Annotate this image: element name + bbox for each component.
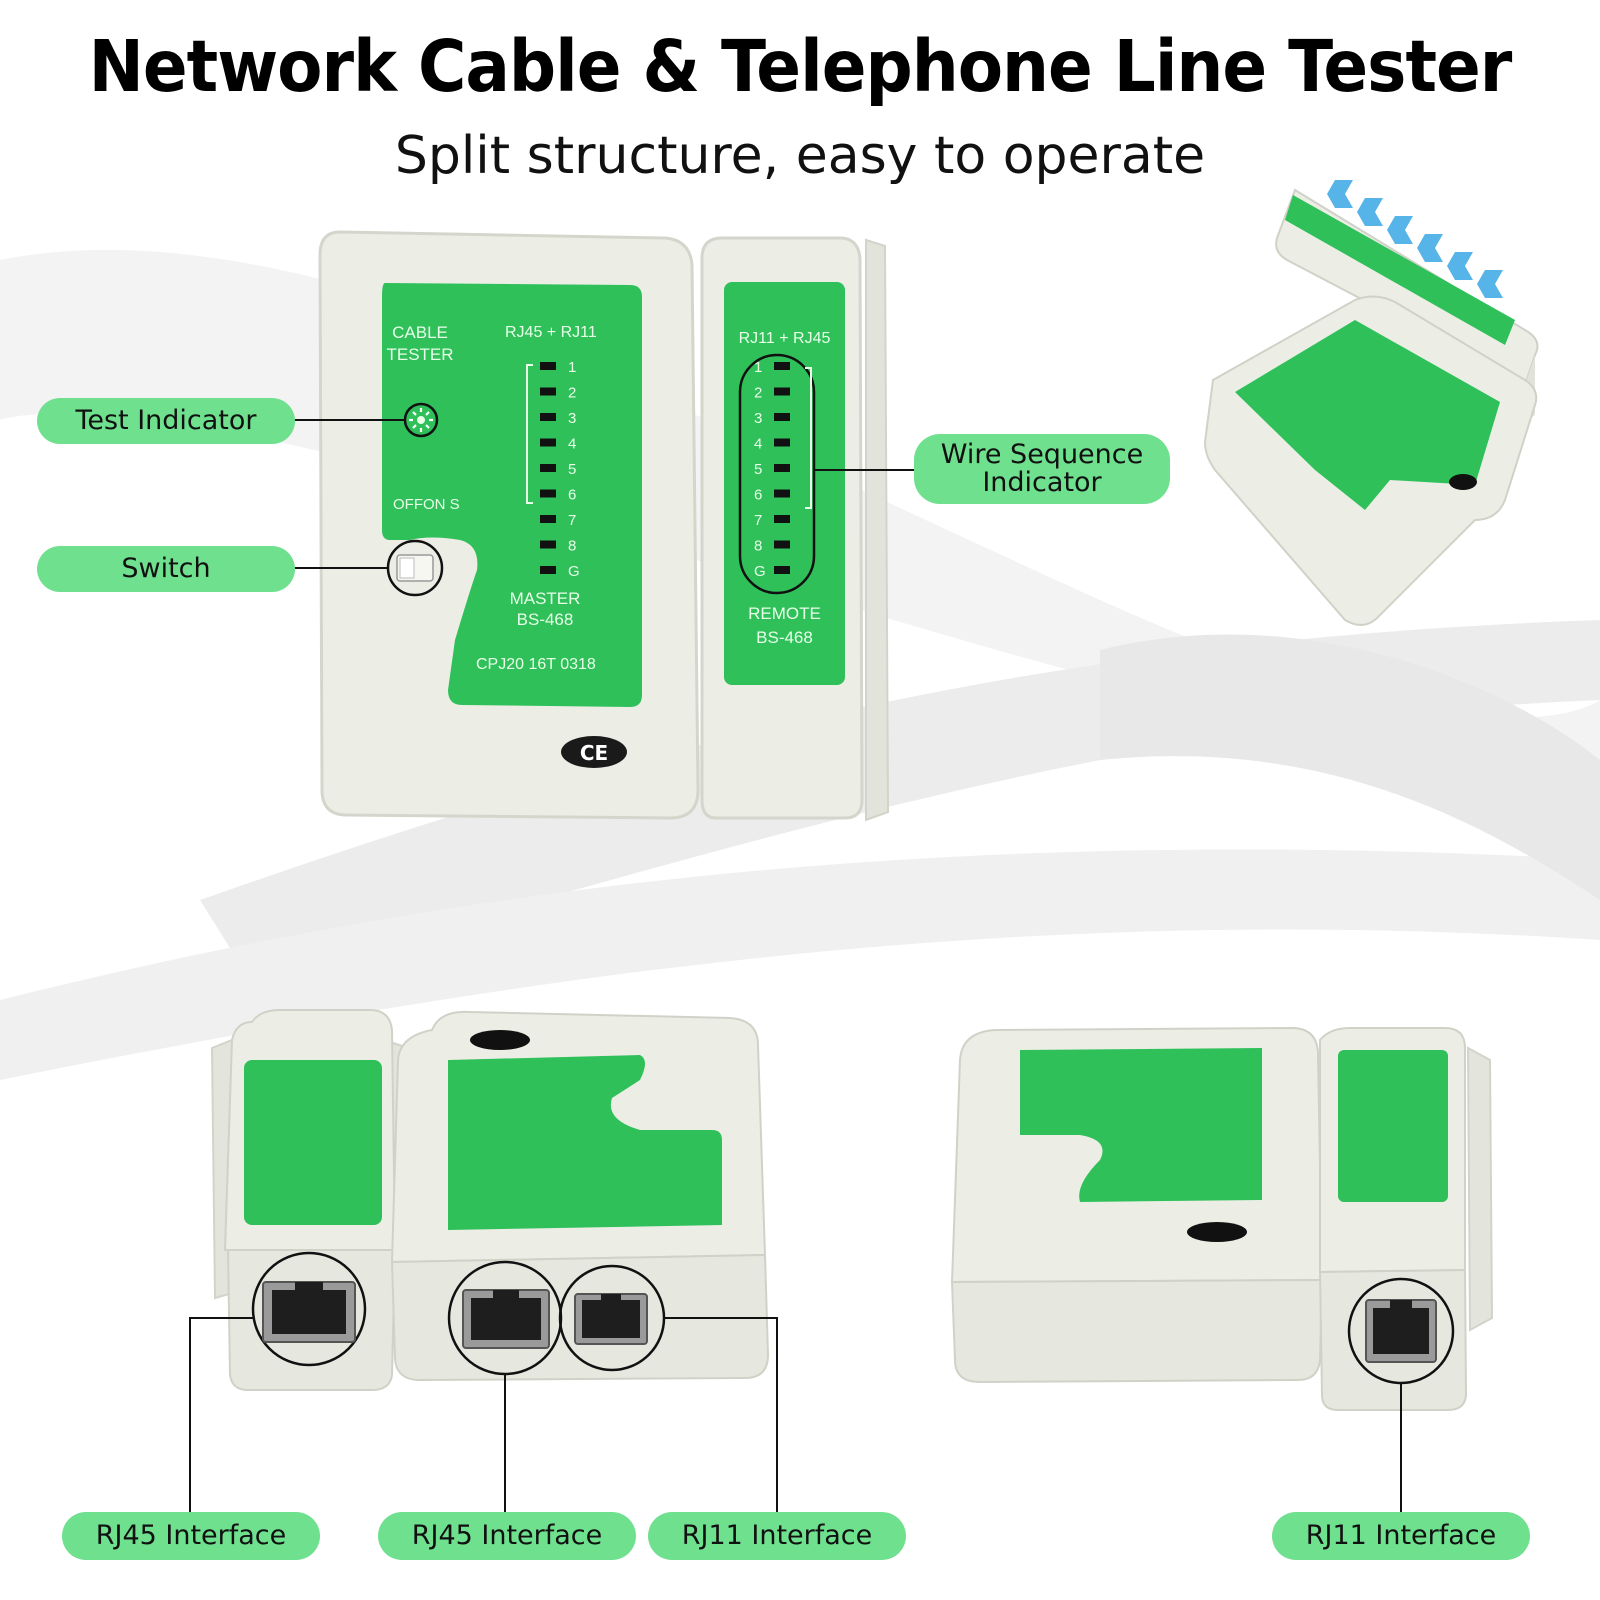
remote-led-4 <box>774 438 790 447</box>
remote-rj45-port[interactable] <box>251 1251 367 1367</box>
master-led-1 <box>540 362 556 370</box>
remote-led-label-2: 2 <box>754 385 762 402</box>
page-title: Network Cable & Telephone Line Tester <box>88 24 1513 109</box>
master-led-4 <box>540 438 556 447</box>
page-subtitle: Split structure, easy to operate <box>394 126 1206 186</box>
callout-wire-sequence: Wire Sequence Indicator <box>914 434 1170 504</box>
master-led-7 <box>540 515 556 523</box>
remote-unit: 1 2 3 4 5 6 7 8G <box>700 236 890 822</box>
remote-led-7 <box>774 515 790 523</box>
callout-rj11-remote-text: RJ11 Interface <box>1305 1519 1497 1551</box>
master-led-label-4: 4 <box>568 436 576 453</box>
master-led-label-5: 5 <box>568 461 576 478</box>
callout-test-indicator: Test Indicator <box>37 398 295 444</box>
remote-led-1 <box>774 362 790 370</box>
remote-model-label: REMOTE BS-468 <box>724 602 845 650</box>
master-unit: 1 2 3 4 5 6 7 8G CE <box>318 230 700 820</box>
callout-rj11-master-text: RJ11 Interface <box>681 1519 873 1551</box>
remote-led-label-G: G <box>754 563 766 580</box>
remote-model-line1: REMOTE <box>748 604 821 623</box>
ce-mark-icon: CE <box>561 736 627 768</box>
master-led-label-2: 2 <box>568 385 576 402</box>
callout-wire-sequence-line2: Indicator <box>982 467 1102 498</box>
master-led-label-3: 3 <box>568 410 576 427</box>
callout-rj45-remote-text: RJ45 Interface <box>95 1519 287 1551</box>
remote-ports-label: RJ11 + RJ45 <box>738 330 831 347</box>
callout-rj45-interface-remote: RJ45 Interface <box>62 1512 320 1560</box>
master-led-G <box>540 566 556 574</box>
remote-led-label-4: 4 <box>754 436 762 453</box>
master-rj11-port[interactable] <box>558 1264 666 1372</box>
remote-rj11-port[interactable] <box>1347 1277 1455 1385</box>
master-led-label-G: G <box>568 563 580 580</box>
callout-switch: Switch <box>37 546 295 592</box>
master-switch-label: OFFON S <box>393 496 460 513</box>
master-cable-line1: CABLE <box>392 323 448 342</box>
master-led-8 <box>540 540 556 549</box>
master-led-2 <box>540 387 556 396</box>
remote-led-8 <box>774 540 790 549</box>
device-perspective-view <box>1203 180 1539 626</box>
callout-rj11-interface-master: RJ11 Interface <box>648 1512 906 1560</box>
remote-led-5 <box>774 464 790 472</box>
master-rj45-port[interactable] <box>447 1260 563 1376</box>
callout-wire-sequence-line1: Wire Sequence <box>940 438 1144 470</box>
master-model-line2: BS-468 <box>516 610 574 629</box>
master-model-label: MASTER BS-468 <box>500 588 590 630</box>
master-cable-tester-label: CABLE TESTER <box>385 322 455 366</box>
master-serial-label: CPJ20 16T 0318 <box>476 656 596 673</box>
callout-rj45-master-text: RJ45 Interface <box>411 1519 603 1551</box>
remote-led-6 <box>774 489 790 498</box>
callout-switch-text: Switch <box>121 552 211 584</box>
master-tester-line2: TESTER <box>386 345 454 364</box>
master-model-line1: MASTER <box>509 589 581 608</box>
rj11-master-leader <box>664 1317 778 1512</box>
remote-led-3 <box>774 413 790 421</box>
callout-rj45-interface-master: RJ45 Interface <box>378 1512 636 1560</box>
master-led-6 <box>540 489 556 498</box>
master-ports-label: RJ45 + RJ11 <box>505 324 597 341</box>
remote-led-label-8: 8 <box>754 538 762 555</box>
master-led-5 <box>540 464 556 472</box>
master-led-label-1: 1 <box>568 359 576 376</box>
remote-led-2 <box>774 387 790 396</box>
remote-led-G <box>774 566 790 574</box>
callout-test-indicator-text: Test Indicator <box>75 404 257 436</box>
remote-led-label-5: 5 <box>754 461 762 478</box>
svg-text:CE: CE <box>580 741 608 765</box>
master-led-3 <box>540 413 556 421</box>
master-led-label-6: 6 <box>568 487 576 504</box>
remote-led-label-7: 7 <box>754 512 762 529</box>
master-led-label-8: 8 <box>568 538 576 555</box>
remote-led-label-3: 3 <box>754 410 762 427</box>
rj45-remote-leader <box>189 1317 253 1512</box>
remote-led-label-6: 6 <box>754 487 762 504</box>
remote-model-line2: BS-468 <box>756 628 813 647</box>
callout-rj11-interface-remote: RJ11 Interface <box>1272 1512 1530 1560</box>
master-led-label-7: 7 <box>568 512 576 529</box>
remote-led-label-1: 1 <box>754 359 762 376</box>
